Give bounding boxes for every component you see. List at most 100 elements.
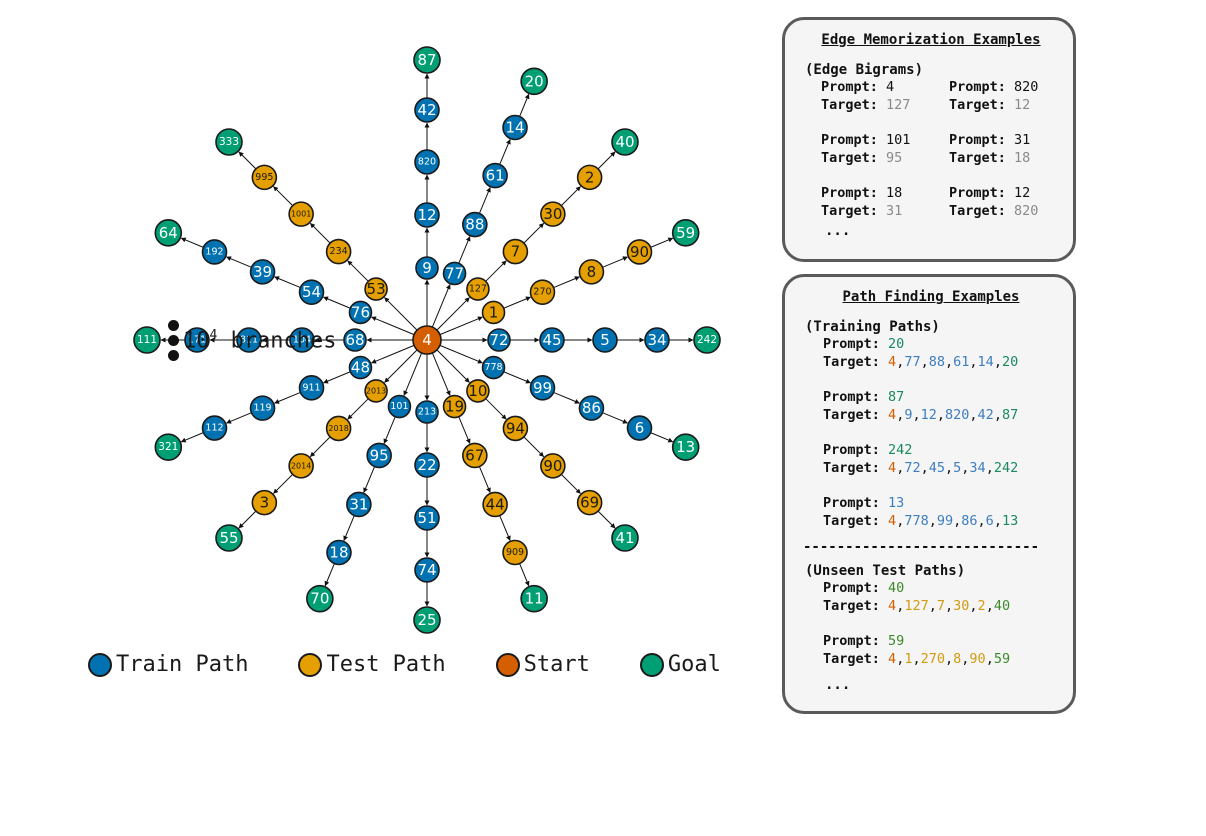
path-node-value: 4 xyxy=(888,598,897,614)
edge-arrow xyxy=(431,284,451,328)
svg-text:67: 67 xyxy=(465,446,484,464)
svg-text:42: 42 xyxy=(417,101,436,119)
svg-text:61: 61 xyxy=(486,167,505,185)
train-node: 31 xyxy=(346,491,372,518)
prompt-value: 20 xyxy=(888,336,905,352)
target-label: Target: xyxy=(823,513,880,529)
edge-arrow xyxy=(323,371,351,384)
edge-arrow xyxy=(226,256,252,268)
legend: Train Path Test Path Start Goal xyxy=(88,652,771,677)
target-label: Target: xyxy=(823,407,880,423)
edge-memorization-panel: Edge Memorization Examples (Edge Bigrams… xyxy=(782,17,1076,262)
svg-text:69: 69 xyxy=(580,494,599,512)
train-node: 86 xyxy=(578,395,605,421)
edge-arrow xyxy=(553,276,580,289)
path-node-value: 2 xyxy=(977,598,986,614)
test-node: 1001 xyxy=(288,201,314,227)
prompt-label: Prompt: xyxy=(823,389,880,405)
svg-text:30: 30 xyxy=(543,205,562,223)
train-node: 213 xyxy=(415,400,439,424)
edge-arrow xyxy=(274,391,301,404)
panel-title: Edge Memorization Examples xyxy=(821,32,1041,48)
edge-arrow xyxy=(436,349,470,383)
path-node-value: 61 xyxy=(953,354,970,370)
path-node-value: 1 xyxy=(904,651,913,667)
test-node: 2 xyxy=(576,164,603,191)
prompt-value: 242 xyxy=(888,442,913,458)
svg-text:2018: 2018 xyxy=(328,424,348,433)
train-node: 192 xyxy=(201,239,228,265)
prompt-value: 18 xyxy=(886,185,903,201)
svg-text:77: 77 xyxy=(445,264,464,282)
path-node-value: 5 xyxy=(953,460,962,476)
path-node-value: 127 xyxy=(904,598,929,614)
train-node: 99 xyxy=(529,375,556,401)
legend-item-test: Test Path xyxy=(298,652,446,677)
goal-node: 11 xyxy=(520,584,548,613)
train-node: 171 xyxy=(184,327,210,353)
svg-text:213: 213 xyxy=(418,407,436,418)
test-node: 44 xyxy=(482,491,508,518)
train-node: 54 xyxy=(298,279,325,305)
ellipsis: ... xyxy=(825,223,851,239)
star-graph: 9128204287778861142012773024012708905972… xyxy=(133,46,721,634)
svg-text:101: 101 xyxy=(390,401,408,412)
train-node: 6 xyxy=(626,415,653,441)
train-node: 811 xyxy=(236,327,262,353)
train-node: 51 xyxy=(414,505,440,531)
train-node: 22 xyxy=(414,452,440,478)
edge-arrow xyxy=(553,391,580,404)
goal-node: 64 xyxy=(154,219,183,247)
svg-text:76: 76 xyxy=(351,303,370,321)
target-label: Target: xyxy=(949,203,1006,219)
test-node: 69 xyxy=(576,489,603,516)
svg-text:2013: 2013 xyxy=(366,386,386,395)
edge-arrow xyxy=(273,186,294,207)
goal-node: 55 xyxy=(215,524,243,552)
path-node-value: 90 xyxy=(969,651,986,667)
svg-text:53: 53 xyxy=(367,280,386,298)
prompt-value: 40 xyxy=(888,580,905,596)
prompt-value: 101 xyxy=(886,132,911,148)
prompt-value: 31 xyxy=(1014,132,1031,148)
train-node: 76 xyxy=(348,300,373,325)
target-label: Target: xyxy=(823,354,880,370)
svg-text:95: 95 xyxy=(370,446,389,464)
train-node: 95 xyxy=(366,442,392,469)
goal-node: 70 xyxy=(306,584,334,613)
train-node: 74 xyxy=(414,557,440,583)
svg-text:3: 3 xyxy=(260,494,270,512)
target-value: 95 xyxy=(886,150,903,166)
edge-arrow xyxy=(238,151,257,170)
path-node-value: 820 xyxy=(945,407,970,423)
goal-node: 20 xyxy=(520,67,548,96)
path-node-value: 40 xyxy=(993,598,1011,614)
path-node-value: 270 xyxy=(920,651,945,667)
svg-text:12: 12 xyxy=(417,206,436,224)
train-node: 72 xyxy=(487,328,511,352)
prompt-label: Prompt: xyxy=(823,495,880,511)
edge-arrow xyxy=(650,432,674,443)
prompt-label: Prompt: xyxy=(823,580,880,596)
svg-text:74: 74 xyxy=(417,561,436,579)
legend-label: Start xyxy=(523,652,590,677)
path-node-value: 7 xyxy=(936,598,945,614)
legend-label: Test Path xyxy=(326,652,446,677)
path-node-value: 88 xyxy=(928,354,945,370)
target-label: Target: xyxy=(823,460,880,476)
test-node: 19 xyxy=(442,394,467,419)
edge-arrow xyxy=(273,473,294,494)
svg-text:54: 54 xyxy=(302,283,321,301)
edge-arrow xyxy=(485,398,507,420)
svg-text:820: 820 xyxy=(418,157,436,168)
svg-text:34: 34 xyxy=(647,331,666,349)
target-label: Target: xyxy=(949,150,1006,166)
target-value: 31 xyxy=(886,203,903,219)
edge-arrow xyxy=(403,352,423,396)
svg-text:10: 10 xyxy=(468,382,487,400)
